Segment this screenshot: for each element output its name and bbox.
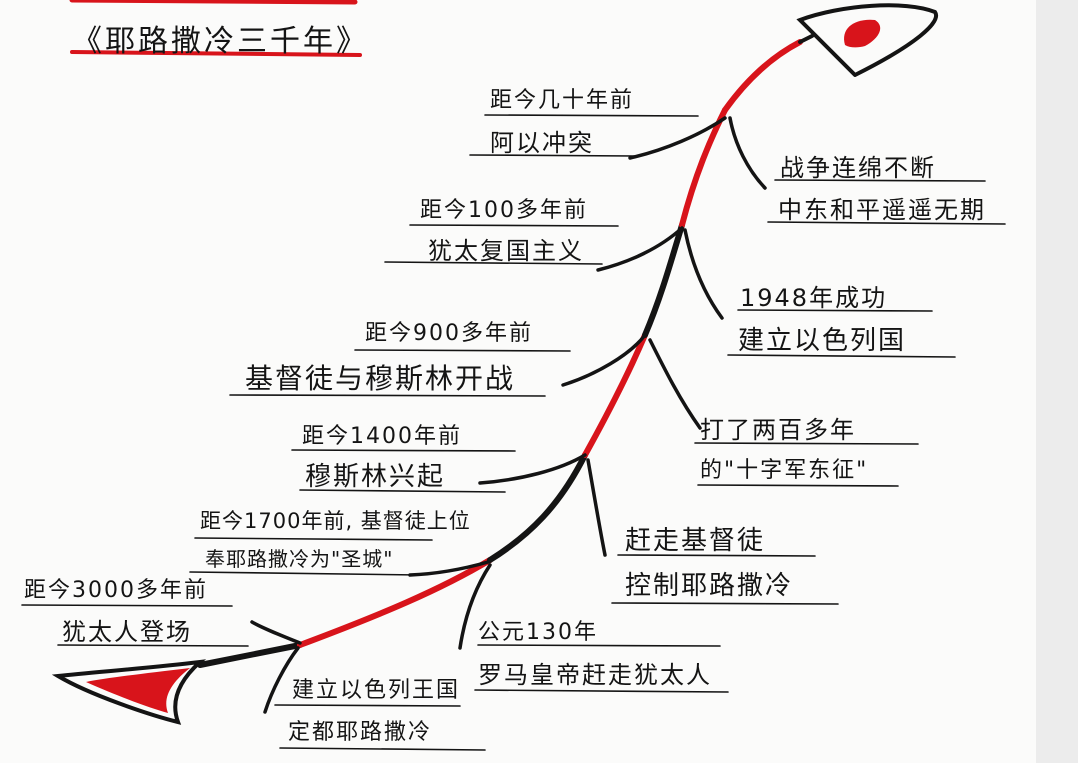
label-ad130-time: 公元130年	[478, 620, 598, 645]
label-1948-2: 建立以色列国	[738, 326, 907, 356]
bone-israel-kingdom	[263, 646, 300, 714]
label-e3000-time: 距今3000多年前	[24, 578, 208, 603]
label-israel-kingdom-2: 定都耶路撒冷	[288, 720, 433, 745]
label-e1700-time: 距今1700年前, 基督徒上位	[200, 509, 471, 533]
bone-ad130	[458, 563, 492, 650]
title-underlines	[69, 0, 362, 57]
page-title: 《耶路撒冷三千年》	[72, 24, 369, 59]
bone-e3000	[250, 620, 302, 645]
spine-red-2	[582, 332, 648, 458]
spine-black-4	[722, 39, 803, 113]
label-ad130-text: 罗马皇帝赶走犹太人	[478, 661, 712, 689]
label-israel-kingdom-1: 建立以色列王国	[292, 678, 461, 703]
right-edge-shadow	[1036, 0, 1078, 763]
label-war-2: 中东和平遥遥无期	[778, 196, 986, 224]
label-e100-text: 犹太复国主义	[428, 237, 584, 265]
spine-black-2	[487, 452, 588, 563]
label-e1400-time: 距今1400年前	[302, 424, 462, 449]
label-e3000-text: 犹太人登场	[62, 618, 192, 646]
spine-red-3	[679, 107, 728, 228]
bone-war	[728, 116, 767, 190]
label-e900-time: 距今900多年前	[365, 321, 533, 346]
spine-red-1	[297, 557, 493, 648]
bone-e1400	[478, 453, 587, 485]
bone-crusade	[648, 338, 702, 430]
label-expel-2: 控制耶路撒冷	[625, 571, 794, 601]
bone-e900	[561, 333, 647, 387]
spine-black-3	[642, 222, 685, 338]
spine	[197, 34, 814, 668]
label-e100-time: 距今100多年前	[420, 198, 588, 223]
label-crusade-2: 的"十字军东征"	[700, 458, 869, 483]
label-1948-1: 1948年成功	[740, 284, 888, 312]
label-e80-time: 距今几十年前	[490, 88, 635, 113]
spine-black-5	[798, 34, 814, 44]
label-e1700-text: 奉耶路撒冷为"圣城"	[205, 547, 394, 571]
label-e1400-text: 穆斯林兴起	[305, 462, 446, 492]
label-underlines	[21, 114, 1006, 751]
bones	[250, 116, 767, 714]
fish-tail	[51, 659, 207, 725]
spine-black-1	[197, 642, 303, 668]
label-e80-text: 阿以冲突	[490, 129, 594, 157]
bone-1948	[683, 228, 724, 320]
label-expel-1: 赶走基督徒	[625, 526, 766, 556]
label-e900-text: 基督徒与穆斯林开战	[245, 362, 516, 395]
bone-e100	[596, 226, 684, 272]
label-war-1: 战争连绵不断	[780, 154, 936, 182]
bone-e80	[628, 116, 727, 160]
bone-expel	[586, 458, 607, 557]
fish-head	[796, 3, 939, 78]
label-crusade-1: 打了两百多年	[700, 416, 856, 444]
